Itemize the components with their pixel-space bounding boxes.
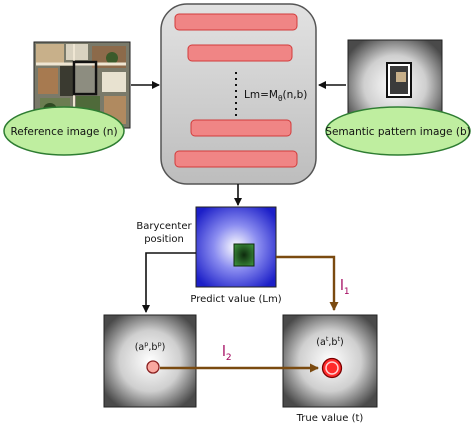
predict-label: Predict value (Lm) (190, 294, 281, 305)
l1-arrow (276, 255, 339, 311)
model-formula: Lm=Mθ(n,b) (244, 89, 307, 103)
model-layer-2 (187, 44, 293, 62)
true-heatmap: (at,bt) (282, 314, 378, 408)
predict-heatmap-icon (233, 243, 255, 267)
reference-label-node: Reference image (n) (3, 106, 125, 156)
model-block: Lm=Mθ(n,b) (160, 3, 317, 185)
barycenter-arrow (142, 252, 196, 313)
semantic-label-node: Semantic pattern image (b) (325, 106, 471, 156)
model-layer-4 (174, 150, 298, 168)
semantic-pattern-icon (386, 62, 412, 98)
true-coordinate: (at,bt) (316, 335, 343, 348)
reference-label: Reference image (n) (10, 126, 117, 138)
reference-image (33, 41, 131, 129)
true-label: True value (t) (296, 413, 364, 424)
pred-coordinate: (ap,bp) (135, 340, 166, 353)
l1-label: l1 (340, 278, 350, 297)
barycenter-label-line2: position (144, 234, 184, 245)
barycenter-label-line1: Barycenter (136, 221, 192, 232)
model-layer-1 (174, 13, 298, 31)
semantic-label: Semantic pattern image (b) (325, 126, 470, 138)
model-layer-3 (190, 119, 292, 137)
pred-heatmap: (ap,bp) (103, 314, 197, 408)
l2-label: l2 (222, 344, 232, 363)
predict-heatmap (195, 206, 277, 288)
pred-heatmap-icon (146, 360, 160, 374)
